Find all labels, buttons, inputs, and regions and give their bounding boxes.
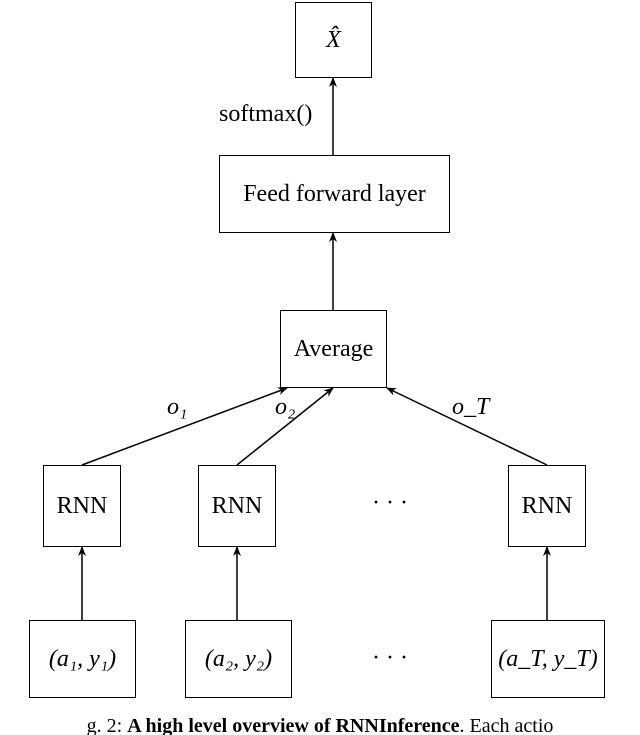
arrow-rnn2-to-average: [236, 387, 334, 466]
rnn-label-T: RNN: [521, 492, 573, 519]
average-label: Average: [293, 335, 374, 362]
feed-forward-layer-node: Feed forward layer: [219, 155, 450, 233]
rnn-label-1: RNN: [56, 492, 108, 519]
output-x-hat-node: X̂: [295, 2, 372, 78]
edge-label-o1: o₁: [167, 394, 188, 420]
rnn-label-2: RNN: [211, 492, 263, 519]
x-hat-label: X̂: [326, 26, 341, 53]
input-node-1: (a₁, y₁): [29, 620, 136, 698]
rnn-node-T: RNN: [508, 465, 586, 547]
caption-prefix: g. 2:: [86, 716, 128, 735]
input-node-T: (a_T, y_T): [491, 620, 605, 698]
edge-label-oT: o_T: [452, 394, 490, 420]
input-node-2: (a₂, y₂): [185, 620, 292, 698]
average-node: Average: [280, 310, 387, 388]
input-label-2: (a₂, y₂): [204, 645, 273, 672]
rnn-row-ellipsis: · · ·: [372, 490, 408, 516]
figure-caption: g. 2: A high level overview of RNNInfere…: [0, 716, 640, 735]
arrow-rnn1-to-average: [81, 387, 288, 466]
edge-label-o2: o₂: [275, 394, 296, 420]
feed-forward-label: Feed forward layer: [243, 180, 426, 207]
input-label-T: (a_T, y_T): [498, 645, 598, 672]
rnn-node-2: RNN: [198, 465, 276, 547]
caption-suffix: . Each actio: [459, 716, 554, 735]
rnn-node-1: RNN: [43, 465, 121, 547]
input-label-1: (a₁, y₁): [48, 645, 117, 672]
arrow-rnnT-to-average: [386, 387, 548, 466]
softmax-label: softmax(): [219, 101, 313, 127]
input-row-ellipsis: · · ·: [372, 645, 408, 671]
caption-bold: A high level overview of RNNInference: [127, 716, 460, 735]
